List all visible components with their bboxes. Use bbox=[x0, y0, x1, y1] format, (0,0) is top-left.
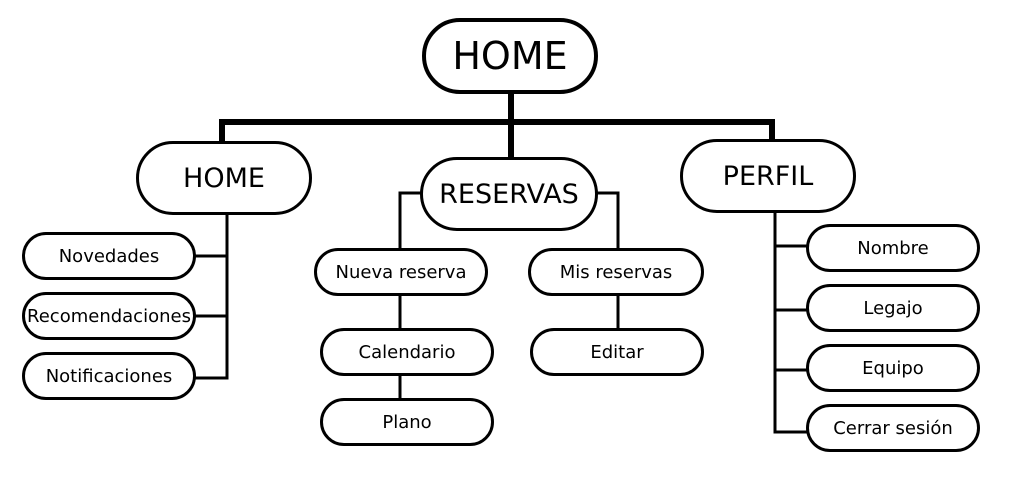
node-editar: Editar bbox=[530, 328, 704, 376]
node-legajo: Legajo bbox=[806, 284, 980, 332]
node-notificaciones: Notificaciones bbox=[22, 352, 196, 400]
node-reservas: RESERVAS bbox=[420, 157, 598, 231]
node-calendario: Calendario bbox=[320, 328, 494, 376]
connector-nueva-reserva bbox=[398, 191, 423, 250]
node-mis-reservas: Mis reservas bbox=[528, 248, 704, 296]
node-cerrar-sesion: Cerrar sesión bbox=[806, 404, 980, 452]
node-root-home: HOME bbox=[422, 18, 598, 94]
node-nueva-reserva: Nueva reserva bbox=[314, 248, 488, 296]
node-novedades: Novedades bbox=[22, 232, 196, 280]
node-perfil: PERFIL bbox=[680, 139, 856, 213]
node-nombre: Nombre bbox=[806, 224, 980, 272]
node-recomendaciones: Recomendaciones bbox=[22, 292, 196, 340]
node-home: HOME bbox=[136, 141, 312, 215]
node-equipo: Equipo bbox=[806, 344, 980, 392]
connector-mis-reservas bbox=[595, 191, 620, 250]
node-plano: Plano bbox=[320, 398, 494, 446]
